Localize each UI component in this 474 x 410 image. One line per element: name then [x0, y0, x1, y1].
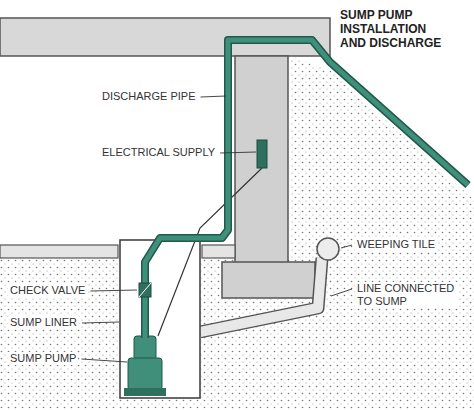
- basement-slab: [0, 245, 118, 258]
- diagram-title: SUMP PUMP INSTALLATION AND DISCHARGE: [340, 8, 448, 50]
- pump-base: [124, 388, 166, 396]
- leader-line: [81, 359, 127, 362]
- weeping-tile: [317, 238, 339, 260]
- electrical-box: [257, 140, 267, 168]
- part-label: SUMP LINER: [8, 316, 79, 329]
- sump-liner: [120, 240, 200, 398]
- drain-line: [200, 258, 322, 332]
- pump-body: [128, 358, 162, 390]
- part-label: ELECTRICAL SUPPLY: [100, 146, 217, 159]
- part-label: SUMP PUMP: [8, 352, 78, 365]
- foundation-wall: [235, 56, 288, 266]
- leader-line: [220, 152, 256, 153]
- pump-motor: [134, 336, 156, 360]
- check-valve-flap: [139, 283, 151, 297]
- discharge-pipe: [145, 40, 468, 338]
- part-label: WEEPING TILE: [355, 238, 437, 251]
- part-label: CHECK VALVE: [8, 284, 87, 297]
- leader-line: [201, 96, 226, 97]
- discharge-pipe: [145, 40, 468, 338]
- leader-line: [331, 289, 352, 296]
- check-valve: [139, 283, 151, 297]
- leader-line: [82, 322, 119, 323]
- part-label: DISCHARGE PIPE: [100, 90, 198, 103]
- drain-line: [200, 258, 322, 332]
- part-label: LINE CONNECTED TO SUMP: [355, 282, 459, 308]
- basement-slab: [202, 245, 235, 258]
- power-cord: [158, 168, 262, 336]
- leader-line: [341, 245, 352, 248]
- footing: [222, 262, 315, 298]
- leader-line: [90, 290, 137, 291]
